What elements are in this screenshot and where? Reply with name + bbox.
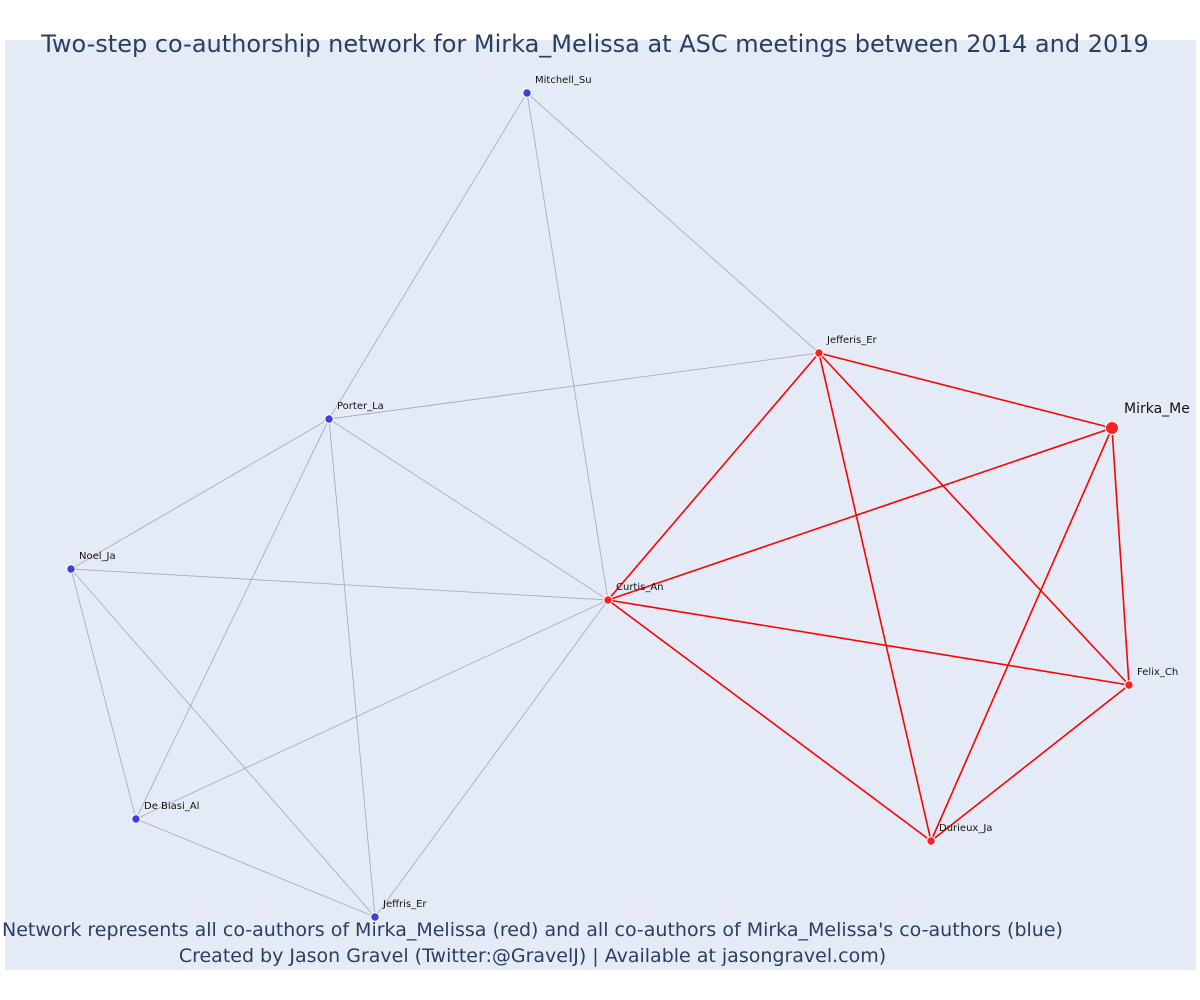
edge-jefferis-er-curtis-an bbox=[607, 352, 820, 601]
node-mitchell-su[interactable] bbox=[522, 88, 532, 98]
edge-curtis-an-durieux-ja bbox=[607, 599, 932, 842]
node-label-curtis-an: Curtis_An bbox=[616, 582, 664, 593]
edge-mitchell-su-curtis-an bbox=[526, 92, 609, 601]
caption-line-2: Created by Jason Gravel (Twitter:@Gravel… bbox=[178, 945, 887, 967]
chart-title: Two-step co-authorship network for Mirka… bbox=[41, 30, 1149, 58]
caption-line-1: Network represents all co-authors of Mir… bbox=[2, 919, 1063, 941]
node-label-durieux-ja: Durieux_Ja bbox=[939, 823, 992, 834]
node-felix-ch[interactable] bbox=[1124, 680, 1134, 690]
edge-jefferis-er-durieux-ja bbox=[818, 352, 932, 842]
node-porter-la[interactable] bbox=[324, 414, 334, 424]
node-label-mirka-me: Mirka_Me bbox=[1124, 401, 1190, 417]
edge-mitchell-su-porter-la bbox=[328, 92, 528, 420]
node-jefferis-er[interactable] bbox=[814, 348, 824, 358]
edge-de-biasi-al-jeffris-er bbox=[135, 818, 376, 918]
edge-felix-ch-durieux-ja bbox=[930, 684, 1130, 842]
node-mirka-me[interactable] bbox=[1105, 421, 1119, 435]
edge-jeffris-er-curtis-an bbox=[374, 599, 609, 918]
edge-mirka-me-durieux-ja bbox=[930, 427, 1113, 842]
node-jeffris-er[interactable] bbox=[370, 912, 380, 922]
edge-layer bbox=[70, 92, 1130, 918]
node-label-jeffris-er: Jeffris_Er bbox=[382, 899, 427, 910]
edge-jefferis-er-felix-ch bbox=[818, 352, 1130, 686]
node-durieux-ja[interactable] bbox=[926, 836, 936, 846]
edge-de-biasi-al-curtis-an bbox=[135, 599, 609, 820]
node-de-biasi-al[interactable] bbox=[131, 814, 141, 824]
edge-porter-la-de-biasi-al bbox=[135, 418, 330, 820]
edge-porter-la-jeffris-er bbox=[328, 418, 376, 918]
network-plot-area bbox=[5, 40, 1196, 970]
edge-mirka-me-felix-ch bbox=[1111, 427, 1130, 686]
edge-mirka-me-curtis-an bbox=[607, 427, 1113, 601]
edge-mitchell-su-jefferis-er bbox=[526, 92, 820, 354]
node-label-porter-la: Porter_La bbox=[337, 401, 384, 412]
edge-noel-ja-jeffris-er bbox=[70, 568, 376, 918]
edge-porter-la-noel-ja bbox=[70, 418, 330, 570]
node-label-de-biasi-al: De Biasi_Al bbox=[144, 801, 199, 812]
edge-jefferis-er-mirka-me bbox=[818, 352, 1113, 429]
node-label-mitchell-su: Mitchell_Su bbox=[535, 75, 592, 86]
node-layer bbox=[66, 88, 1134, 922]
edge-noel-ja-de-biasi-al bbox=[70, 568, 137, 820]
node-label-jefferis-er: Jefferis_Er bbox=[826, 335, 878, 346]
edge-porter-la-curtis-an bbox=[328, 418, 609, 601]
node-label-felix-ch: Felix_Ch bbox=[1137, 667, 1178, 678]
edge-curtis-an-felix-ch bbox=[607, 599, 1130, 686]
node-curtis-an[interactable] bbox=[603, 595, 613, 605]
edge-noel-ja-curtis-an bbox=[70, 568, 609, 601]
node-label-noel-ja: Noel_Ja bbox=[79, 551, 116, 562]
edge-porter-la-jefferis-er bbox=[328, 352, 820, 420]
node-noel-ja[interactable] bbox=[66, 564, 76, 574]
